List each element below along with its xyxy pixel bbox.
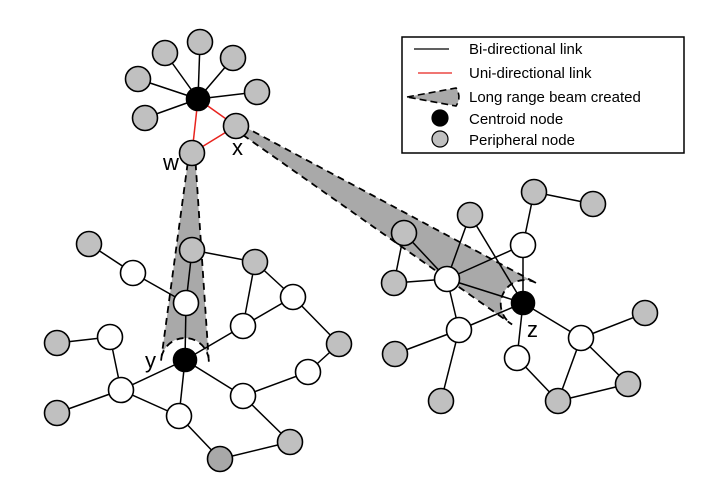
- regular-node: [96, 323, 124, 351]
- peripheral-node: [241, 248, 269, 276]
- legend-peripheral-label: Peripheral node: [469, 132, 575, 149]
- peripheral-node: [614, 370, 642, 398]
- nodes-layer: [43, 28, 659, 473]
- bi-directional-link: [469, 214, 524, 304]
- centroid-node-y: [172, 347, 198, 373]
- peripheral-node: [381, 340, 409, 368]
- regular-node: [165, 402, 193, 430]
- peripheral-node: [243, 78, 271, 106]
- beams-layer: [160, 126, 538, 363]
- legend-beam-label: Long range beam created: [469, 89, 641, 106]
- label-z: z: [527, 317, 538, 342]
- centroid-node: [185, 86, 211, 112]
- legend: Bi-directional link Uni-directional link…: [401, 36, 685, 154]
- regular-node: [229, 382, 257, 410]
- regular-node: [509, 231, 537, 259]
- peripheral-node: [380, 269, 408, 297]
- legend-uni-link-label: Uni-directional link: [469, 65, 592, 82]
- peripheral-node: [325, 330, 353, 358]
- beam-x-to-z: [241, 126, 538, 326]
- peripheral-node: [219, 44, 247, 72]
- node-labels: w x y z: [145, 135, 538, 373]
- peripheral-node: [456, 201, 484, 229]
- legend-bi-link-label: Bi-directional link: [469, 41, 583, 58]
- peripheral-node: [427, 387, 455, 415]
- regular-node: [119, 259, 147, 287]
- regular-node: [433, 265, 461, 293]
- regular-node: [503, 344, 531, 372]
- peripheral-node: [579, 190, 607, 218]
- peripheral-node: [520, 178, 548, 206]
- peripheral-node-x: [222, 112, 250, 140]
- peripheral-node: [75, 230, 103, 258]
- regular-node: [445, 316, 473, 344]
- peripheral-node: [544, 387, 572, 415]
- regular-node: [294, 358, 322, 386]
- peripheral-node: [390, 219, 418, 247]
- peripheral-node-w: [178, 139, 206, 167]
- bi-directional-link: [446, 244, 524, 280]
- legend-centroid-swatch: [431, 109, 449, 127]
- peripheral-node: [631, 299, 659, 327]
- peripheral-node: [43, 399, 71, 427]
- legend-peripheral-swatch: [431, 130, 449, 148]
- peripheral-node: [276, 428, 304, 456]
- regular-node: [279, 283, 307, 311]
- peripheral-node: [43, 329, 71, 357]
- peripheral-node: [178, 236, 206, 264]
- peripheral-node: [151, 39, 179, 67]
- peripheral-node: [124, 65, 152, 93]
- peripheral-node: [186, 28, 214, 56]
- regular-node: [172, 289, 200, 317]
- centroid-node-z: [510, 290, 536, 316]
- regular-node: [567, 324, 595, 352]
- label-y: y: [145, 348, 156, 373]
- beam-w-to-y: [160, 162, 210, 363]
- legend-centroid-label: Centroid node: [469, 111, 563, 128]
- regular-node: [107, 376, 135, 404]
- peripheral-node: [206, 445, 234, 473]
- label-x: x: [232, 135, 243, 160]
- label-w: w: [162, 150, 179, 175]
- legend-beam-swatch: [406, 87, 460, 107]
- peripheral-node: [131, 104, 159, 132]
- regular-node: [229, 312, 257, 340]
